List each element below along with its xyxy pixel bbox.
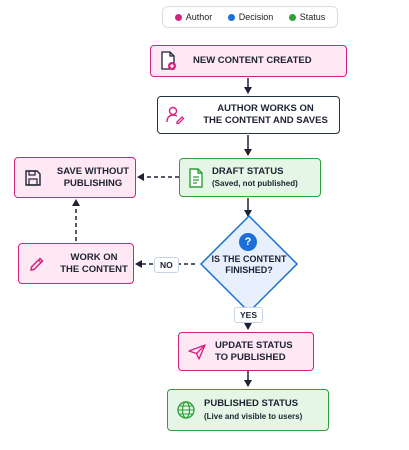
node-save-without-line2: PUBLISHING [63, 177, 123, 189]
node-update-status: UPDATE STATUS TO PUBLISHED [178, 332, 314, 371]
legend-item-decision: Decision [227, 12, 274, 22]
node-author-works-line2: THE CONTENT AND SAVES [203, 115, 328, 126]
node-update-status-label: UPDATE STATUS TO PUBLISHED [215, 340, 313, 364]
node-draft-status-text: DRAFT STATUS (Saved, not published) [212, 166, 320, 190]
legend-label-author: Author [185, 12, 213, 22]
legend-dot-decision [227, 13, 235, 21]
node-update-status-line2: TO PUBLISHED [215, 351, 286, 363]
node-author-works: AUTHOR WORKS ON THE CONTENT AND SAVES [157, 96, 340, 134]
legend-item-status: Status [288, 12, 326, 22]
user-edit-icon [158, 105, 192, 125]
node-published-status-sub: (Live and visible to users) [204, 411, 303, 421]
question-icon: ? [239, 233, 257, 251]
legend-dot-status [288, 13, 296, 21]
node-draft-status: DRAFT STATUS (Saved, not published) [179, 158, 321, 197]
node-save-without-label: SAVE WITHOUT PUBLISHING [51, 166, 135, 190]
node-update-status-line1: UPDATE STATUS [215, 339, 293, 351]
node-new-content: NEW CONTENT CREATED [150, 45, 347, 77]
document-add-icon [151, 51, 185, 71]
legend-label-decision: Decision [238, 12, 274, 22]
node-work-on-label: WORK ON THE CONTENT [55, 252, 133, 276]
legend-item-author: Author [174, 12, 213, 22]
legend-dot-author [174, 13, 182, 21]
node-work-on-line1: WORK ON [70, 251, 118, 263]
send-icon [179, 343, 215, 361]
legend-label-status: Status [299, 12, 326, 22]
node-draft-status-label: DRAFT STATUS [212, 165, 284, 177]
document-icon [180, 167, 212, 188]
node-new-content-label: NEW CONTENT CREATED [193, 55, 312, 67]
globe-icon [168, 400, 204, 420]
node-decision-line2: FINISHED? [225, 265, 273, 276]
pencil-icon [19, 255, 55, 273]
edge-label-no: NO [154, 257, 179, 273]
node-author-works-line1: AUTHOR WORKS ON [217, 103, 314, 115]
save-icon [15, 169, 51, 187]
node-work-on: WORK ON THE CONTENT [18, 243, 134, 284]
legend: Author Decision Status [162, 6, 338, 28]
node-save-without-line1: SAVE WITHOUT [56, 165, 130, 177]
node-save-without: SAVE WITHOUT PUBLISHING [14, 157, 136, 198]
node-published-status-text: PUBLISHED STATUS (Live and visible to us… [204, 398, 328, 422]
node-decision-line1: IS THE CONTENT [211, 254, 287, 264]
node-published-status-label: PUBLISHED STATUS [204, 398, 299, 410]
node-decision-label: IS THE CONTENT FINISHED? [193, 254, 305, 277]
edge-label-yes: YES [234, 307, 264, 323]
node-author-works-label: AUTHOR WORKS ON THE CONTENT AND SAVES [192, 103, 339, 127]
node-draft-status-sub: (Saved, not published) [212, 179, 298, 189]
node-work-on-line2: THE CONTENT [60, 263, 128, 275]
node-published-status: PUBLISHED STATUS (Live and visible to us… [167, 389, 329, 431]
